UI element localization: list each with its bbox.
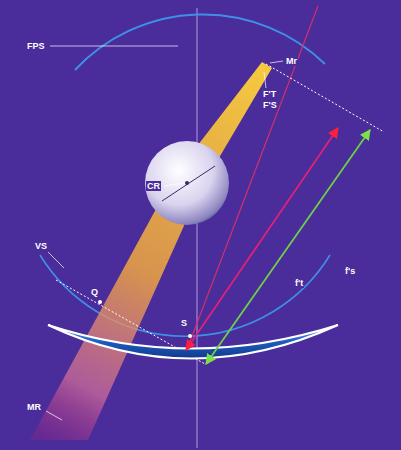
leader-line <box>46 411 62 420</box>
rotation-line <box>162 166 215 201</box>
point-label: Mr <box>285 56 298 66</box>
point-q <box>98 300 102 304</box>
focal-arrow-s <box>206 130 370 364</box>
sphere-label: VS <box>34 241 48 251</box>
centre-label: CR <box>146 181 161 191</box>
optical-axis <box>197 8 198 448</box>
leader-line <box>50 46 178 47</box>
tangent-line <box>266 64 384 132</box>
focal-arrow-t <box>186 128 338 350</box>
distance-label: f't <box>294 278 304 288</box>
far-point-sphere <box>75 14 325 70</box>
rotation-centre <box>185 181 189 185</box>
leader-line <box>48 252 64 268</box>
point-label: Q <box>90 287 99 297</box>
leader-line <box>270 61 283 63</box>
focus-label: F'T <box>262 89 277 99</box>
light-beam <box>30 62 272 440</box>
spectacle-lens <box>48 325 338 359</box>
point-label: S <box>180 318 188 328</box>
sphere-label: FPS <box>26 41 46 51</box>
eye-sphere <box>145 141 229 225</box>
leader-line <box>164 183 185 186</box>
leader-line <box>264 72 266 88</box>
focus-label: F'S <box>262 100 278 110</box>
point-label: MR <box>26 402 42 412</box>
point-s <box>188 334 192 338</box>
vertex-sphere <box>40 255 330 336</box>
distance-label: f's <box>344 266 356 276</box>
